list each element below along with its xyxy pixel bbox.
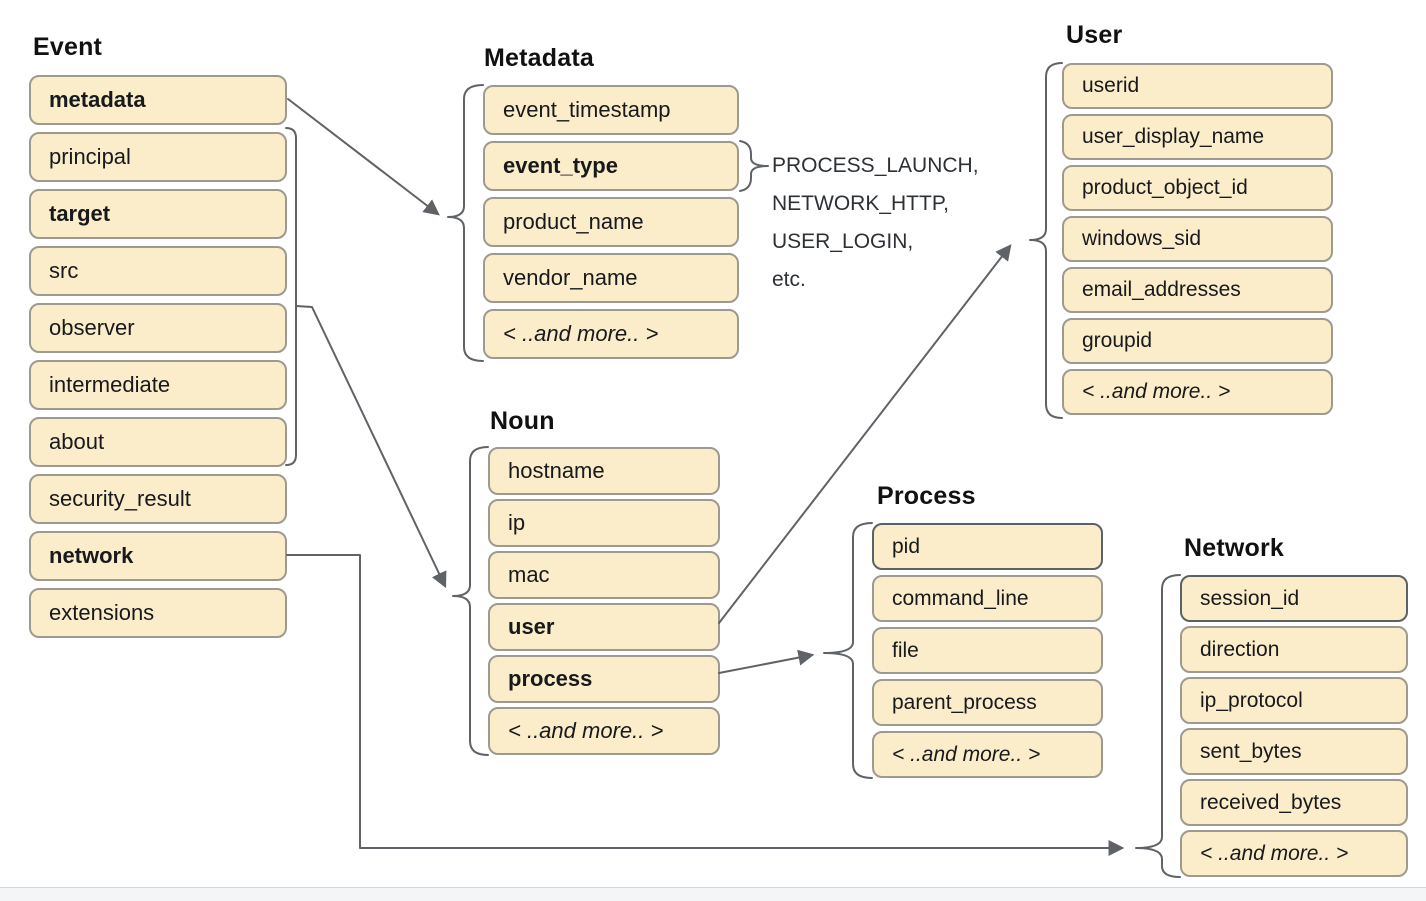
- field-direction: direction: [1180, 626, 1408, 673]
- field-received-bytes: received_bytes: [1180, 779, 1408, 826]
- field-email-addresses: email_addresses: [1062, 267, 1333, 313]
- field-windows-sid: windows_sid: [1062, 216, 1333, 262]
- field-and-more: < ..and more.. >: [488, 707, 720, 755]
- brace-event-type-values: [739, 140, 769, 192]
- field-ip-protocol: ip_protocol: [1180, 677, 1408, 724]
- field-extensions: extensions: [29, 588, 287, 638]
- field-observer: observer: [29, 303, 287, 353]
- field-pid: pid: [872, 523, 1103, 570]
- event-group-title: Event: [33, 33, 103, 61]
- network-group: session_id direction ip_protocol sent_by…: [1180, 575, 1408, 881]
- field-userid: userid: [1062, 63, 1333, 109]
- brace-network-group: [1135, 574, 1181, 878]
- noun-group: hostname ip mac user process < ..and mor…: [488, 447, 720, 759]
- field-parent-process: parent_process: [872, 679, 1103, 726]
- brace-noun-group: [452, 446, 489, 756]
- arrow-event-nouns-to-noun-group: [295, 305, 447, 589]
- noun-group-title: Noun: [490, 407, 555, 435]
- field-about: about: [29, 417, 287, 467]
- arrow-process-to-process-group: [718, 649, 815, 674]
- field-session-id: session_id: [1180, 575, 1408, 622]
- event-type-value: NETWORK_HTTP,: [772, 192, 949, 215]
- field-vendor-name: vendor_name: [483, 253, 739, 303]
- network-group-title: Network: [1184, 534, 1285, 562]
- user-group: userid user_display_name product_object_…: [1062, 63, 1333, 420]
- field-and-more: < ..and more.. >: [483, 309, 739, 359]
- field-src: src: [29, 246, 287, 296]
- field-file: file: [872, 627, 1103, 674]
- field-user-display-name: user_display_name: [1062, 114, 1333, 160]
- field-and-more: < ..and more.. >: [1062, 369, 1333, 415]
- field-intermediate: intermediate: [29, 360, 287, 410]
- metadata-group-title: Metadata: [484, 44, 594, 72]
- event-type-value: USER_LOGIN,: [772, 230, 914, 253]
- field-ip: ip: [488, 499, 720, 547]
- bottom-divider: [0, 887, 1426, 901]
- field-sent-bytes: sent_bytes: [1180, 728, 1408, 775]
- event-type-value: PROCESS_LAUNCH,: [772, 154, 979, 177]
- field-principal: principal: [29, 132, 287, 182]
- field-product-object-id: product_object_id: [1062, 165, 1333, 211]
- brace-metadata-group: [447, 84, 484, 362]
- event-type-values: PROCESS_LAUNCH, NETWORK_HTTP, USER_LOGIN…: [772, 147, 979, 299]
- field-event-timestamp: event_timestamp: [483, 85, 739, 135]
- field-hostname: hostname: [488, 447, 720, 495]
- user-group-title: User: [1066, 21, 1123, 49]
- event-group: metadata principal target src observer i…: [29, 75, 287, 645]
- field-groupid: groupid: [1062, 318, 1333, 364]
- field-target: target: [29, 189, 287, 239]
- metadata-group: event_timestamp event_type product_name …: [483, 85, 739, 365]
- process-group-title: Process: [877, 482, 976, 510]
- field-mac: mac: [488, 551, 720, 599]
- field-metadata: metadata: [29, 75, 287, 125]
- bracket-event-nouns: [285, 127, 297, 466]
- field-event-type: event_type: [483, 141, 739, 191]
- field-security-result: security_result: [29, 474, 287, 524]
- brace-process-group: [823, 522, 873, 779]
- field-and-more: < ..and more.. >: [872, 731, 1103, 778]
- field-command-line: command_line: [872, 575, 1103, 622]
- field-process: process: [488, 655, 720, 703]
- brace-user-group: [1029, 62, 1063, 419]
- field-product-name: product_name: [483, 197, 739, 247]
- event-type-value: etc.: [772, 268, 806, 291]
- process-group: pid command_line file parent_process < .…: [872, 523, 1103, 783]
- field-and-more: < ..and more.. >: [1180, 830, 1408, 877]
- field-user: user: [488, 603, 720, 651]
- arrow-metadata-to-metadata-group: [287, 98, 440, 216]
- field-network: network: [29, 531, 287, 581]
